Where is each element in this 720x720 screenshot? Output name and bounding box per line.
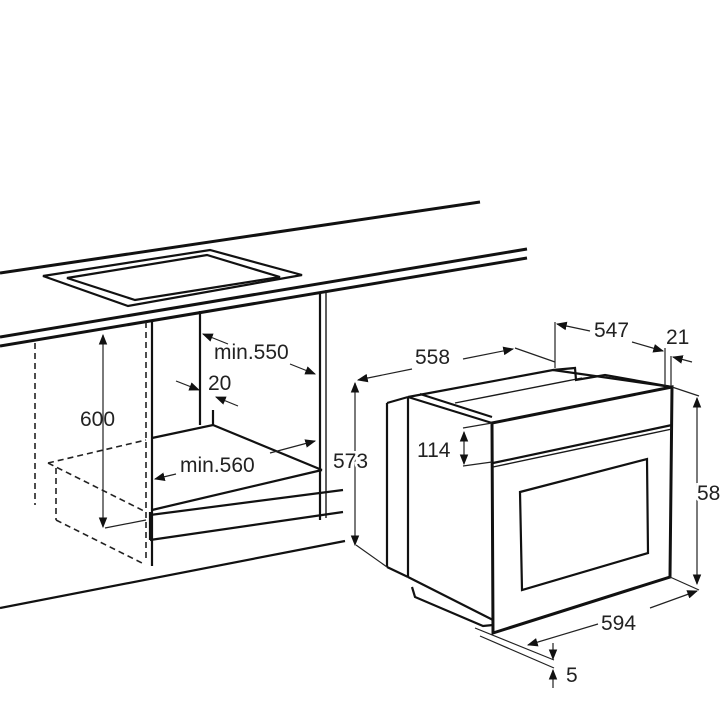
dimension-21: 21 bbox=[664, 326, 693, 386]
label-589: 589 bbox=[697, 482, 720, 505]
label-min-560: min.560 bbox=[180, 454, 255, 477]
label-20: 20 bbox=[208, 372, 231, 395]
dimension-5: 5 bbox=[474, 627, 578, 688]
label-5: 5 bbox=[566, 664, 578, 687]
label-573: 573 bbox=[333, 450, 368, 473]
dimension-594: 594 bbox=[526, 590, 699, 647]
label-min-550: min.550 bbox=[214, 341, 289, 364]
dimension-589: 589 bbox=[669, 386, 720, 591]
dimension-20: 20 bbox=[175, 372, 239, 407]
dimension-600: 600 bbox=[80, 333, 147, 529]
label-21: 21 bbox=[666, 326, 689, 349]
dimension-547: 547 bbox=[554, 319, 665, 368]
dashed-drawer-outline bbox=[47, 439, 147, 564]
hob-cutout bbox=[42, 248, 303, 308]
label-547: 547 bbox=[594, 319, 629, 342]
dimension-573: 573 bbox=[331, 381, 388, 568]
oven bbox=[385, 366, 674, 636]
countertop bbox=[0, 200, 528, 348]
dimension-min-550: min.550 bbox=[201, 333, 317, 375]
label-114: 114 bbox=[417, 439, 451, 462]
cabinet-niche bbox=[0, 290, 346, 610]
label-594: 594 bbox=[601, 612, 636, 635]
oven-window bbox=[518, 457, 650, 592]
label-558: 558 bbox=[415, 346, 450, 369]
dimension-558: 558 bbox=[356, 346, 556, 383]
label-600: 600 bbox=[80, 408, 115, 431]
dimension-114: 114 bbox=[417, 422, 493, 467]
dimension-min-560: min.560 bbox=[153, 439, 317, 481]
